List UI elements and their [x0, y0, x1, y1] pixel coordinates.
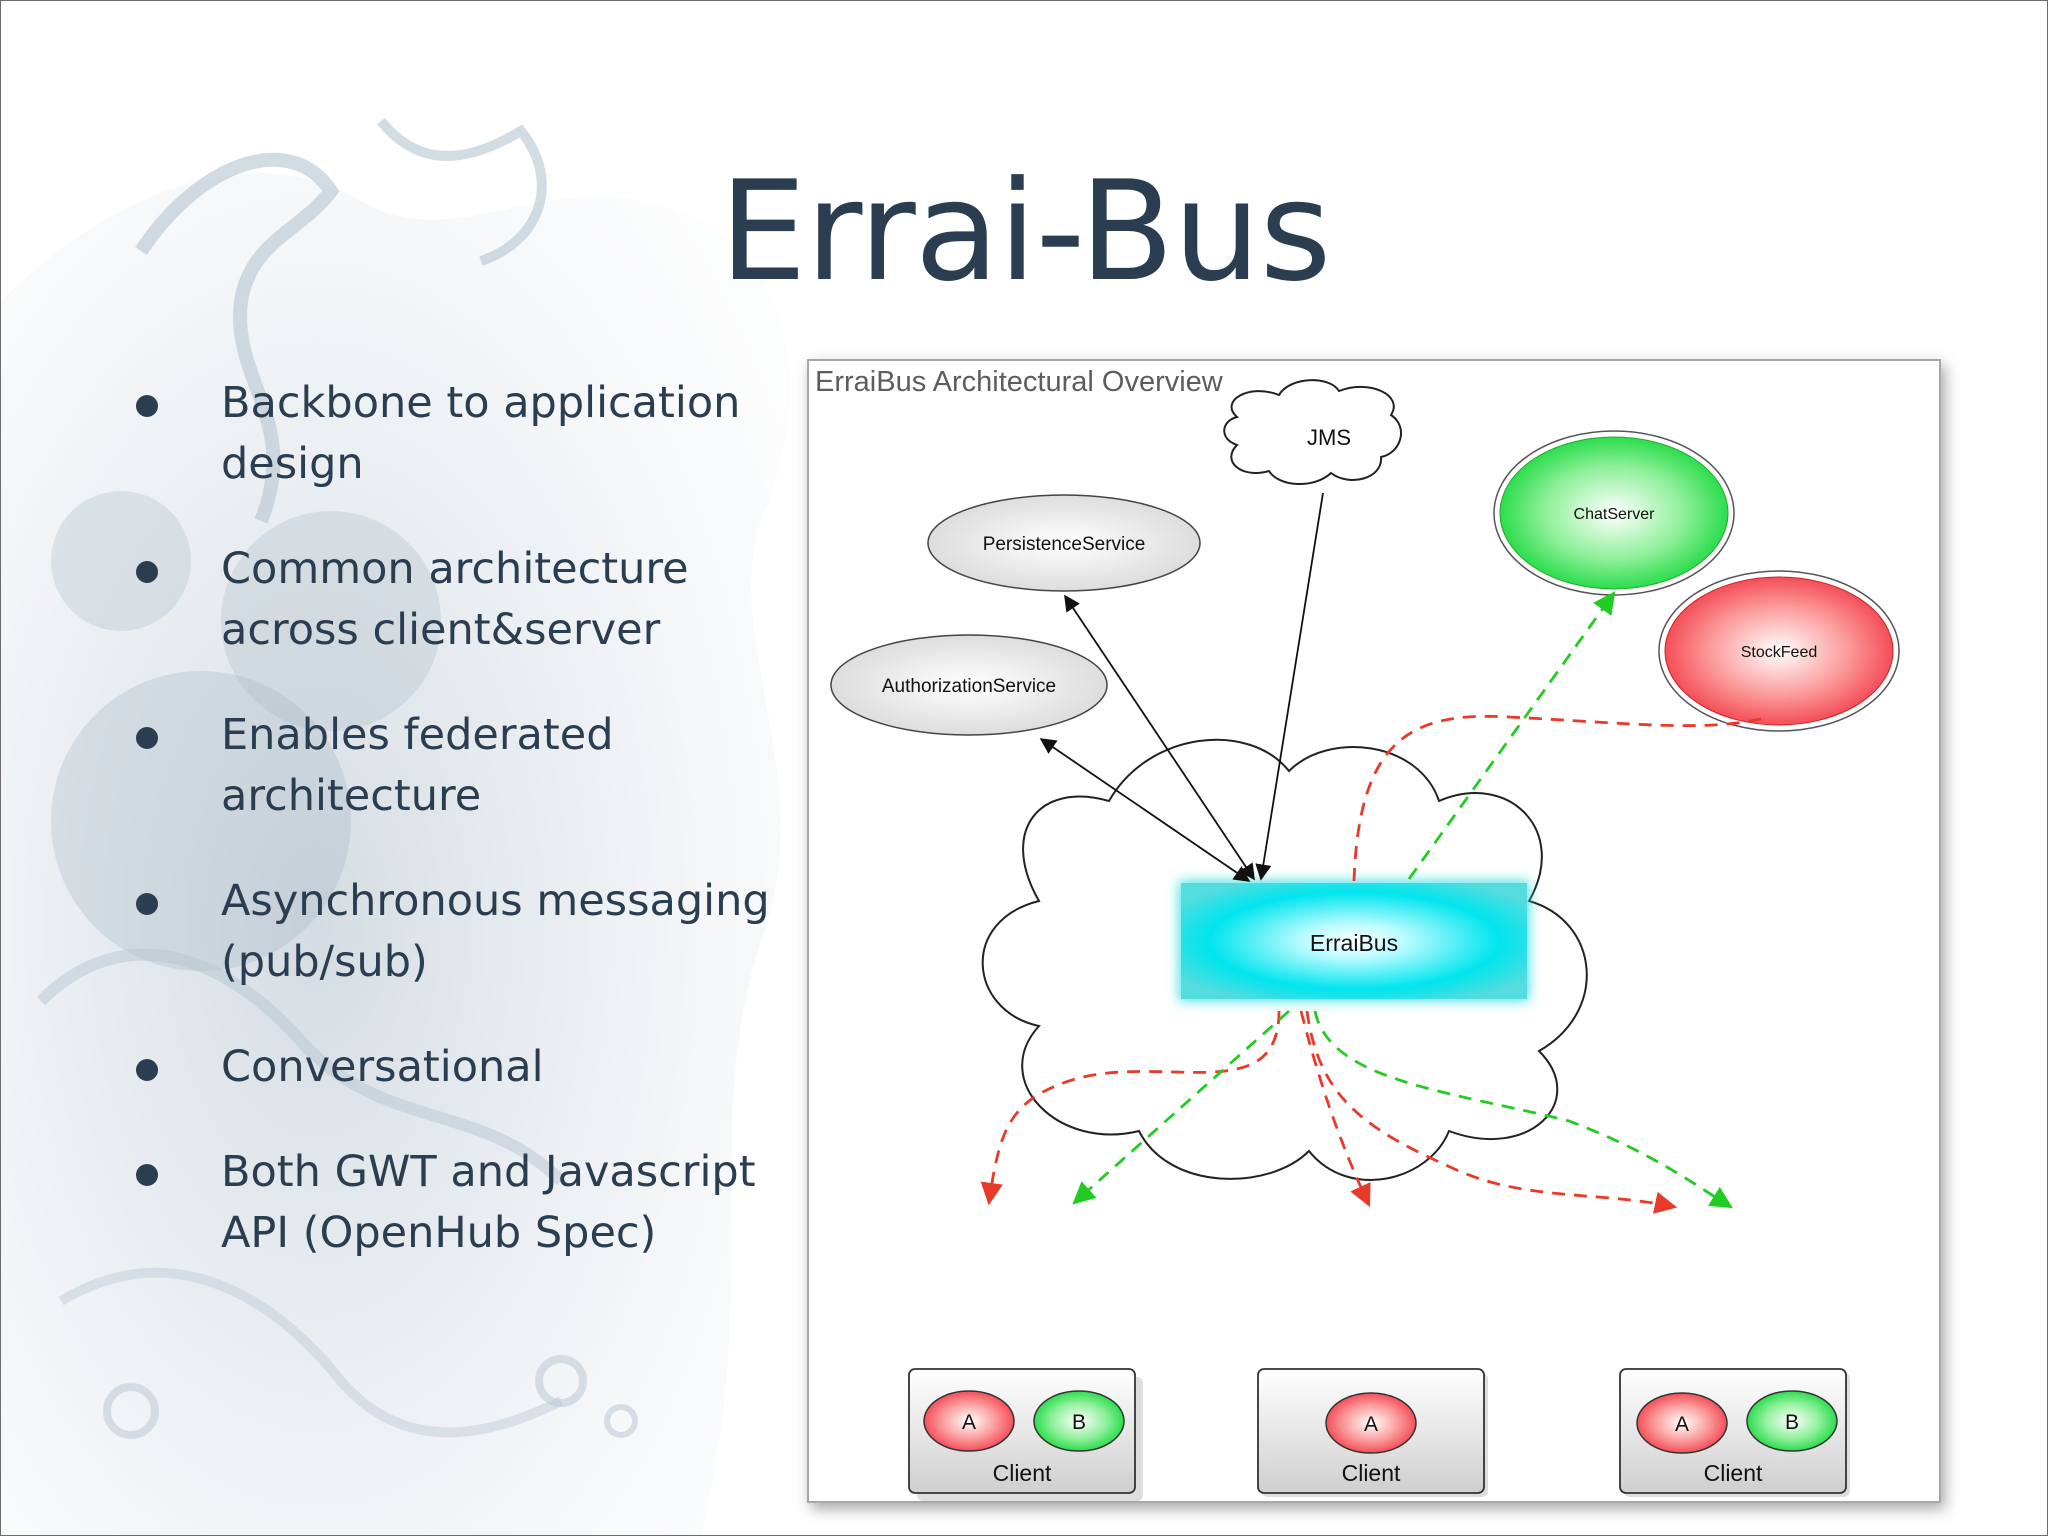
client1-a-edge — [980, 1010, 1281, 1206]
client-label: Client — [1342, 1460, 1401, 1486]
bullet-line: Backbone to application — [221, 378, 741, 428]
client3-a-edge — [1305, 1010, 1678, 1214]
bullet-line: Enables federated — [221, 710, 614, 760]
bullet-line: Asynchronous messaging — [221, 876, 770, 926]
architecture-diagram: ErraiBus Architectural Overview ErraiBus… — [807, 359, 1941, 1503]
bullet-line: (pub/sub) — [221, 937, 428, 987]
bullet-item: Conversational — [131, 1037, 791, 1098]
bullet-item: Enables federated architecture — [131, 705, 791, 827]
chatserver-label: ChatServer — [1574, 506, 1656, 523]
persistence-service-node — [927, 494, 1201, 592]
bullet-dot-icon — [136, 561, 158, 583]
client-label: Client — [1704, 1460, 1763, 1486]
authorization-service-label: AuthorizationService — [882, 676, 1056, 697]
authorization-edge — [1039, 738, 1251, 882]
stockfeed-label: StockFeed — [1741, 644, 1817, 661]
subscriber-b-node — [1746, 1390, 1838, 1452]
client2-a-edge — [1299, 1010, 1371, 1208]
subscriber-b-node — [1033, 1390, 1125, 1452]
subscriber-a-label: A — [962, 1411, 976, 1434]
bullet-item: Backbone to application design — [131, 373, 791, 495]
subscriber-a-node — [923, 1390, 1015, 1452]
decorative-background-art — [1, 117, 790, 1535]
bullet-dot-icon — [136, 1164, 158, 1186]
bullet-line: design — [221, 439, 364, 489]
bullet-dot-icon — [136, 395, 158, 417]
bullet-list: Backbone to application design Common ar… — [131, 373, 791, 1308]
erraibus-label: ErraiBus — [1310, 930, 1398, 956]
slide-title: Errai-Bus — [719, 151, 1331, 312]
client1-b-edge — [1072, 1009, 1290, 1205]
subscriber-a-label: A — [1364, 1413, 1378, 1436]
jms-cloud-node — [1223, 379, 1402, 486]
client-box: A Client — [1257, 1368, 1488, 1497]
subscriber-b-label: B — [1785, 1411, 1799, 1434]
bullet-line: architecture — [221, 771, 482, 821]
bullet-item: Common architecture across client&server — [131, 539, 791, 661]
client-box: A B Client — [908, 1368, 1143, 1501]
subscriber-b-label: B — [1072, 1411, 1086, 1434]
stockfeed-node — [1664, 576, 1894, 726]
bullet-line: across client&server — [221, 605, 661, 655]
bullet-dot-icon — [136, 893, 158, 915]
bullet-line: Both GWT and Javascript — [221, 1147, 756, 1197]
bullet-dot-icon — [136, 727, 158, 749]
diagram-title: ErraiBus Architectural Overview — [815, 366, 1224, 398]
chatserver-edge — [1407, 591, 1616, 880]
chatserver-node — [1499, 436, 1729, 590]
client-label: Client — [993, 1460, 1052, 1486]
bullet-item: Asynchronous messaging (pub/sub) — [131, 871, 791, 993]
bullet-item: Both GWT and Javascript API (OpenHub Spe… — [131, 1142, 791, 1264]
jms-label: JMS — [1307, 425, 1351, 450]
jms-edge — [1255, 492, 1324, 881]
bullet-line: API (OpenHub Spec) — [221, 1208, 657, 1258]
stockfeed-edge — [1352, 714, 1770, 882]
subscriber-a-label: A — [1675, 1413, 1689, 1436]
erraibus-node — [1181, 883, 1527, 999]
bullet-line: Common architecture — [221, 544, 689, 594]
subscriber-a-node — [1325, 1392, 1417, 1454]
subscriber-a-node — [1636, 1392, 1728, 1454]
client3-b-edge — [1313, 1010, 1733, 1209]
bullet-dot-icon — [136, 1059, 158, 1081]
persistence-service-label: PersistenceService — [983, 534, 1146, 555]
bullet-line: Conversational — [221, 1042, 544, 1092]
client-box: A B Client — [1619, 1368, 1850, 1497]
